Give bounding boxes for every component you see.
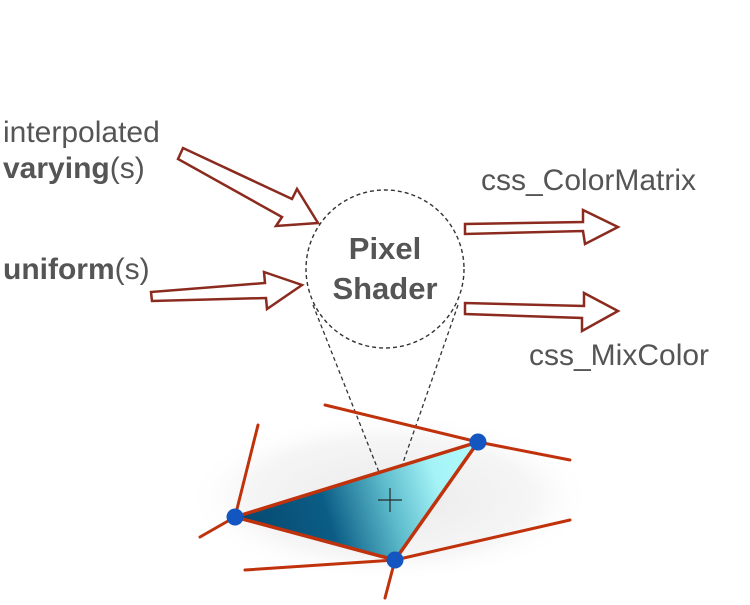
- uniform-keyword: uniform: [3, 253, 115, 286]
- vertex-left: [226, 508, 244, 526]
- varying-keyword: varying: [3, 152, 110, 185]
- output-arrows: [463, 208, 621, 334]
- triangle-outline: [233, 440, 480, 562]
- uniform-label: uniform(s): [3, 252, 150, 288]
- shader-title-line2: Shader: [332, 271, 438, 306]
- mix-color-arrow-icon: [463, 290, 621, 334]
- varying-prefix: interpolated: [3, 116, 160, 149]
- vertex-top-right: [469, 433, 487, 451]
- uniform-arrow-icon: [149, 270, 305, 312]
- varying-arrow-icon: [176, 146, 321, 228]
- crosshair-icon: [378, 488, 402, 512]
- color-matrix-label: css_ColorMatrix: [481, 164, 697, 197]
- shader-title-line1: Pixel: [348, 231, 422, 266]
- mix-color-label: css_MixColor: [529, 339, 710, 372]
- mesh-vertices: [226, 433, 487, 569]
- vertex-bottom: [386, 551, 404, 569]
- varying-suffix: (s): [109, 152, 145, 185]
- varying-label: interpolated varying(s): [3, 115, 160, 187]
- color-matrix-arrow-icon: [463, 208, 621, 246]
- shader-circle: [305, 189, 465, 349]
- uniform-suffix: (s): [114, 253, 150, 286]
- input-arrows: [149, 146, 321, 312]
- triangle-fill: [235, 442, 478, 560]
- shader-title: Pixel Shader: [315, 229, 455, 309]
